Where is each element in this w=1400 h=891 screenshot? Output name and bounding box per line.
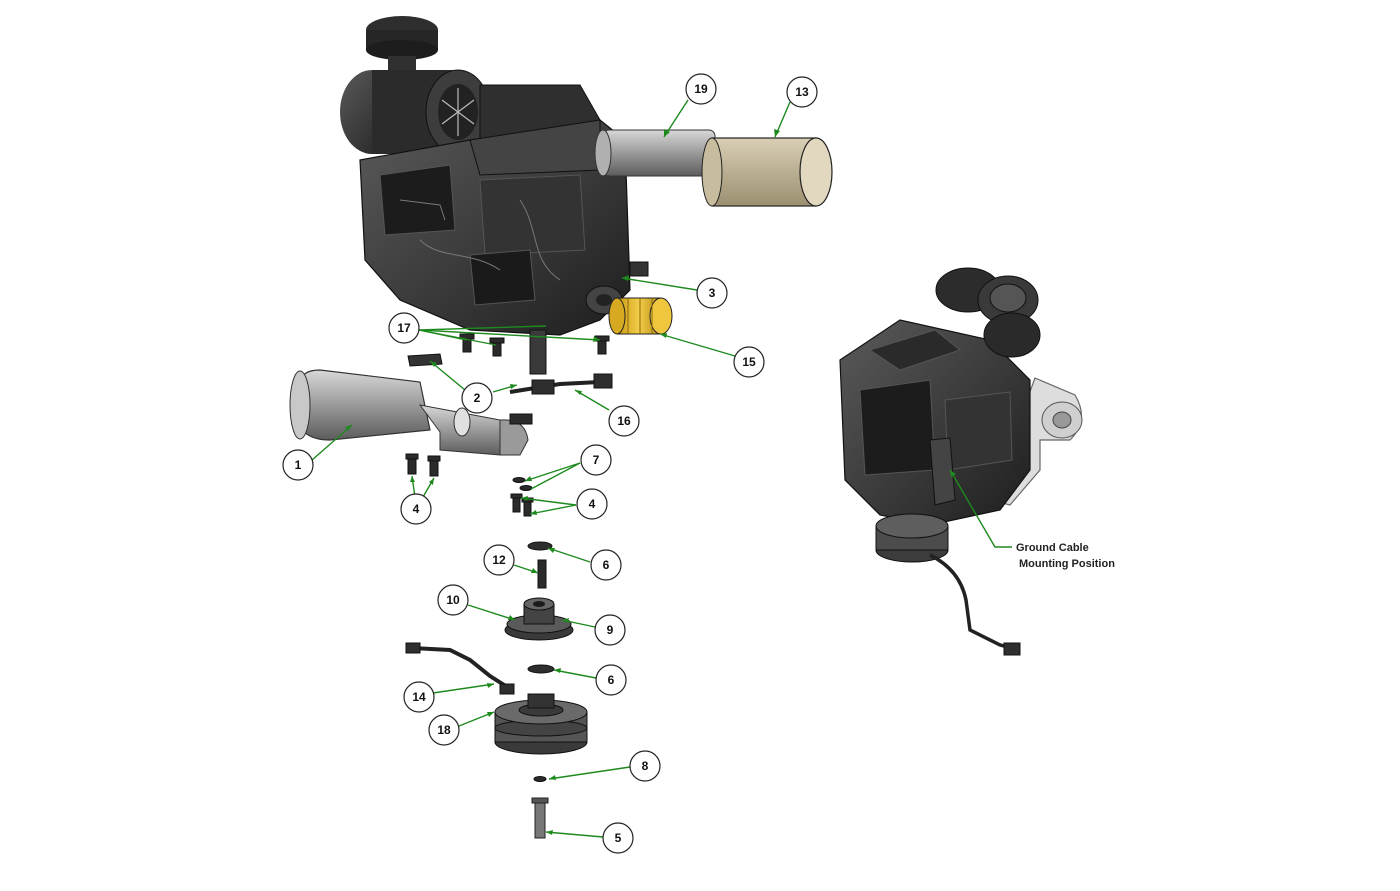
callout-19: 19 — [685, 73, 717, 105]
callout-7: 7 — [580, 444, 612, 476]
svg-text:15: 15 — [742, 355, 756, 369]
oil-filter — [608, 297, 673, 335]
callout-12: 12 — [483, 544, 515, 576]
callout-4-left: 4 — [400, 493, 432, 525]
bracket — [407, 353, 443, 367]
callout-9: 9 — [594, 614, 626, 646]
svg-text:4: 4 — [589, 497, 596, 511]
washer — [533, 776, 547, 782]
spacer — [527, 541, 553, 551]
washers-and-bolts — [510, 477, 534, 517]
callout-6-lower: 6 — [595, 664, 627, 696]
callout-18: 18 — [428, 714, 460, 746]
svg-text:4: 4 — [413, 502, 420, 516]
svg-text:18: 18 — [437, 723, 451, 737]
callout-5: 5 — [602, 822, 634, 854]
svg-text:5: 5 — [615, 831, 622, 845]
svg-text:17: 17 — [397, 321, 411, 335]
svg-text:7: 7 — [593, 453, 600, 467]
callout-10: 10 — [437, 584, 469, 616]
mounting-bolts — [459, 333, 610, 357]
clutch-harness — [405, 642, 515, 695]
callout-14: 14 — [403, 681, 435, 713]
muffler — [289, 369, 533, 456]
svg-text:9: 9 — [607, 623, 614, 637]
svg-text:6: 6 — [608, 673, 615, 687]
callout-8: 8 — [629, 750, 661, 782]
svg-text:2: 2 — [474, 391, 481, 405]
callout-4-right: 4 — [576, 488, 608, 520]
callout-6-upper: 6 — [590, 549, 622, 581]
callout-17: 17 — [388, 312, 420, 344]
main-engine — [340, 16, 649, 375]
callout-3: 3 — [696, 277, 728, 309]
exhaust-pipe — [594, 129, 716, 177]
ground-cable-note-line2: Mounting Position — [1019, 558, 1115, 570]
ground-cable-note-line1: Ground Cable — [1016, 542, 1089, 554]
svg-text:8: 8 — [642, 759, 649, 773]
electric-clutch — [494, 693, 588, 755]
svg-text:1: 1 — [295, 458, 302, 472]
svg-text:3: 3 — [709, 286, 716, 300]
svg-text:12: 12 — [492, 553, 506, 567]
clutch-bolt — [531, 797, 549, 839]
svg-text:10: 10 — [446, 593, 460, 607]
filter-fan-icon — [441, 88, 475, 136]
drive-pulley — [504, 597, 574, 641]
svg-text:14: 14 — [412, 690, 426, 704]
svg-text:13: 13 — [795, 85, 809, 99]
assembled-engine-view — [839, 267, 1083, 656]
callout-16: 16 — [608, 405, 640, 437]
spacer-lower — [527, 664, 555, 674]
svg-text:19: 19 — [694, 82, 708, 96]
muffler-heat-shield — [701, 137, 833, 207]
key — [537, 559, 547, 589]
callout-2: 2 — [461, 382, 493, 414]
callout-1: 1 — [282, 449, 314, 481]
callout-13: 13 — [786, 76, 818, 108]
leader-lines — [311, 99, 1012, 838]
svg-text:16: 16 — [617, 414, 631, 428]
callout-15: 15 — [733, 346, 765, 378]
muffler-bolts — [405, 453, 441, 477]
wiring-harness — [509, 373, 613, 395]
svg-text:6: 6 — [603, 558, 610, 572]
